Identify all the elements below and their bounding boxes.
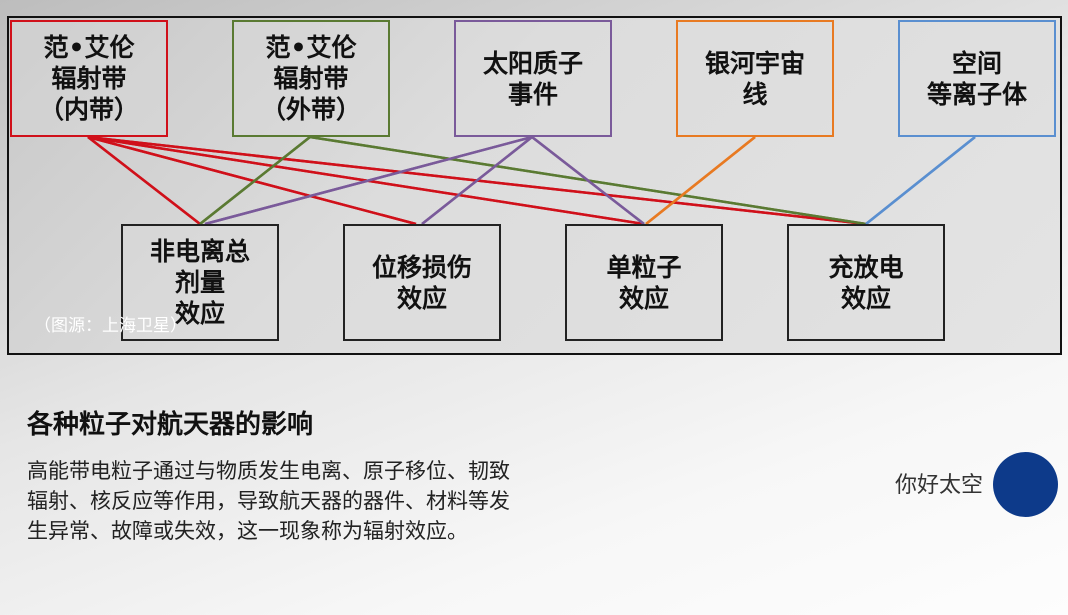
article-description: 高能带电粒子通过与物质发生电离、原子移位、韧致辐射、核反应等作用，导致航天器的器… bbox=[27, 459, 510, 543]
effect-total-ionizing-dose: 非电离总 剂量 效应 bbox=[121, 224, 279, 341]
effect-charging: 充放电 效应 bbox=[787, 224, 945, 341]
brand-logo bbox=[993, 452, 1058, 517]
source-solar-proton-event: 太阳质子 事件 bbox=[454, 20, 612, 137]
image-source-note: （图源：上海卫星） bbox=[34, 316, 187, 336]
article-title: 各种粒子对航天器的影响 bbox=[27, 410, 314, 440]
brand-name: 你好太空 bbox=[895, 473, 984, 498]
diagram-frame bbox=[7, 16, 1062, 355]
effect-displacement-damage: 位移损伤 效应 bbox=[343, 224, 501, 341]
source-space-plasma: 空间 等离子体 bbox=[898, 20, 1056, 137]
source-galactic-cosmic-rays: 银河宇宙 线 bbox=[676, 20, 834, 137]
effect-single-event: 单粒子 效应 bbox=[565, 224, 723, 341]
source-inner-belt: 范•艾伦 辐射带 （内带） bbox=[10, 20, 168, 137]
source-outer-belt: 范•艾伦 辐射带 （外带） bbox=[232, 20, 390, 137]
